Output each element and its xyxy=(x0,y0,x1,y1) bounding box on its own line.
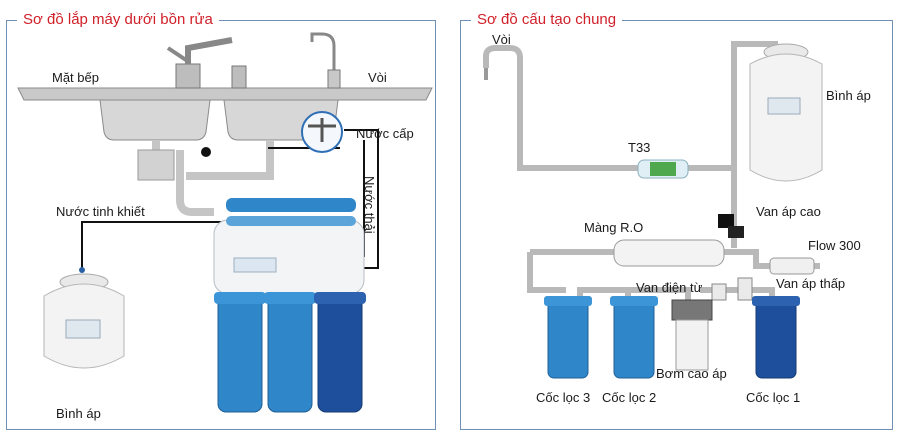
label-tank-left: Bình áp xyxy=(56,406,101,421)
label-low-pressure-valve: Van áp thấp xyxy=(776,276,846,291)
label-ro-membrane: Màng R.O xyxy=(584,220,644,235)
label-feed-water: Nước cấp xyxy=(356,126,414,141)
right-diagram-panel: Sơ đồ cấu tạo chung xyxy=(460,10,893,430)
label-filter-3: Cốc lọc 3 xyxy=(536,390,591,405)
right-panel-title: Sơ đồ cấu tạo chung xyxy=(471,10,623,30)
left-diagram-panel: Sơ đồ lắp máy dưới bồn rửa xyxy=(6,10,436,430)
label-filter-2: Cốc lọc 2 xyxy=(602,390,657,405)
label-tank-right: Bình áp xyxy=(826,88,871,103)
ro-faucet-icon xyxy=(310,32,341,89)
label-filter-1: Cốc lọc 1 xyxy=(746,390,801,405)
label-flow-restrictor: Flow 300 xyxy=(808,238,861,253)
feed-valve-icon xyxy=(301,111,343,153)
pressure-tank-left xyxy=(43,273,125,369)
sink-faucet-icon xyxy=(166,37,247,89)
label-faucet-left: Vòi xyxy=(368,70,387,85)
left-panel-title: Sơ đồ lắp máy dưới bồn rửa xyxy=(17,10,219,30)
label-faucet-right: Vòi xyxy=(492,32,511,47)
system-structure-drawing xyxy=(483,41,823,379)
label-booster-pump: Bơm cao áp xyxy=(656,366,727,381)
label-t33: T33 xyxy=(628,140,651,155)
ro-machine-body xyxy=(213,198,365,295)
label-pure-water: Nước tinh khiết xyxy=(56,204,145,219)
label-countertop: Mặt bếp xyxy=(52,70,99,85)
countertop xyxy=(17,87,433,101)
label-high-pressure-valve: Van áp cao xyxy=(756,204,821,219)
filter-housings xyxy=(214,292,366,413)
label-waste-water: Nước thải xyxy=(362,176,377,234)
label-solenoid-valve: Van điện từ xyxy=(636,280,703,295)
